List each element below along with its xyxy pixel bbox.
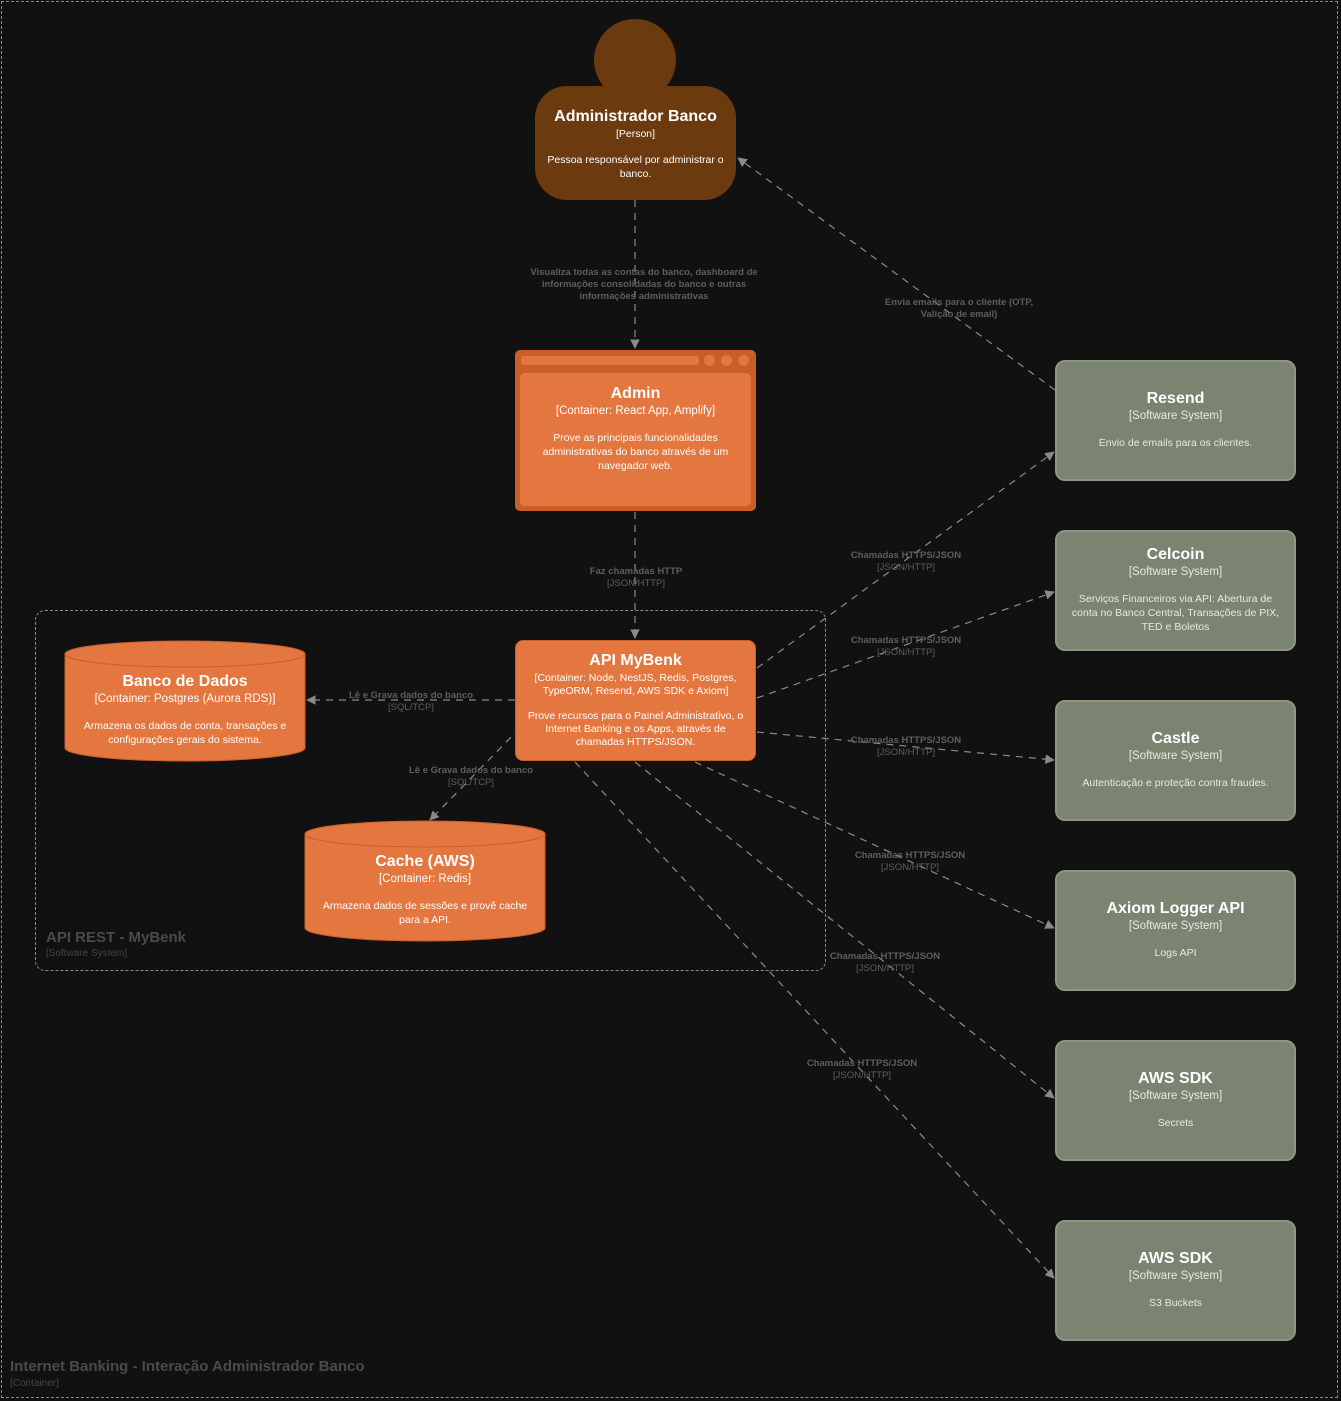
edge-api-castle (756, 731, 1055, 764)
browser-dot-icon (738, 355, 749, 366)
diagram-title: Internet Banking - Interação Administrad… (10, 1358, 365, 1375)
external-type: [Software System] (1128, 566, 1223, 578)
external-description: Autenticação e proteção contra fraudes. (1082, 777, 1269, 789)
external-type: [Software System] (1128, 1090, 1223, 1102)
external-name: Celcoin (1146, 546, 1205, 563)
external-name: Castle (1151, 730, 1200, 747)
edge-label-api-castle: Chamadas HTTPS/JSON [JSON/HTTP] (850, 735, 962, 758)
external-description: Logs API (1154, 947, 1197, 959)
edge-label-api-db: Lê e Grava dados do banco [SQL/TCP] (348, 690, 474, 713)
external-resend[interactable]: Resend [Software System] Envio de emails… (1055, 360, 1296, 481)
external-type: [Software System] (1128, 410, 1223, 422)
edge-label-api-axiom: Chamadas HTTPS/JSON [JSON/HTTP] (854, 850, 966, 873)
external-name: Axiom Logger API (1106, 900, 1245, 917)
external-type: [Software System] (1128, 920, 1223, 932)
external-description: S3 Buckets (1148, 1297, 1203, 1309)
api-boundary (35, 610, 826, 971)
edge-api-s3 (574, 761, 1055, 1279)
external-castle[interactable]: Castle [Software System] Autenticação e … (1055, 700, 1296, 821)
edge-api-axiom (694, 761, 1055, 929)
admin-name: Admin (610, 385, 661, 402)
cache-node[interactable]: Cache (AWS) [Container: Redis] Armazena … (304, 853, 546, 927)
external-description: Secrets (1157, 1117, 1194, 1129)
database-description: Armazena os dados de conta, transações e… (83, 720, 287, 746)
external-name: AWS SDK (1138, 1250, 1213, 1267)
external-type: [Software System] (1128, 1270, 1223, 1282)
boundary-title: API REST - MyBenk (46, 929, 187, 946)
admin-type: [Container: React App, Amplify] (555, 405, 716, 417)
browser-address-bar (521, 356, 699, 365)
boundary-type: [Software System] (46, 948, 128, 959)
admin-content: Admin [Container: React App, Amplify] Pr… (520, 373, 751, 506)
person-head-icon (594, 19, 676, 98)
person-description: Pessoa responsável por administrar o ban… (547, 154, 724, 180)
cache-name: Cache (AWS) (375, 853, 475, 870)
api-name: API MyBenk (589, 652, 682, 669)
database-name: Banco de Dados (122, 673, 248, 690)
database-cylinder-icon (64, 640, 306, 762)
admin-description: Prove as principais funcionalidades admi… (542, 432, 729, 472)
external-aws-s3[interactable]: AWS SDK [Software System] S3 Buckets (1055, 1220, 1296, 1341)
diagram-type: [Container] (10, 1378, 59, 1389)
edge-label-api-resend: Chamadas HTTPS/JSON [JSON/HTTP] (850, 550, 962, 573)
external-aws-secrets[interactable]: AWS SDK [Software System] Secrets (1055, 1040, 1296, 1161)
external-description: Serviços Financeiros via API: Abertura d… (1071, 593, 1280, 633)
edge-label-api-celcoin: Chamadas HTTPS/JSON [JSON/HTTP] (850, 635, 962, 658)
browser-dot-icon (721, 355, 732, 366)
external-axiom[interactable]: Axiom Logger API [Software System] Logs … (1055, 870, 1296, 991)
external-name: Resend (1146, 390, 1205, 407)
external-name: AWS SDK (1138, 1070, 1213, 1087)
external-description: Envio de emails para os clientes. (1098, 437, 1253, 449)
admin-node[interactable]: Admin [Container: React App, Amplify] Pr… (515, 350, 756, 511)
person-type: [Person] (615, 128, 656, 140)
person-node[interactable]: Administrador Banco [Person] Pessoa resp… (535, 86, 736, 200)
edge-label-person-admin: Visualiza todas as contas do banco, dash… (530, 267, 758, 302)
api-description: Prove recursos para o Painel Administrat… (527, 710, 744, 748)
cache-cylinder-icon (304, 820, 546, 942)
edge-label-api-secrets: Chamadas HTTPS/JSON [JSON/HTTP] (829, 951, 941, 974)
edge-api-secrets (634, 761, 1055, 1099)
edge-api-resend (756, 451, 1055, 669)
edge-api-cache (429, 727, 521, 821)
edge-resend-person (737, 157, 1056, 391)
person-name: Administrador Banco (554, 108, 717, 125)
api-node[interactable]: API MyBenk [Container: Node, NestJS, Red… (515, 640, 756, 761)
edge-label-api-s3: Chamadas HTTPS/JSON [JSON/HTTP] (806, 1058, 918, 1081)
edge-api-celcoin (756, 590, 1055, 699)
edge-label-admin-api: Faz chamadas HTTP [JSON/HTTP] (589, 566, 683, 589)
external-celcoin[interactable]: Celcoin [Software System] Serviços Finan… (1055, 530, 1296, 651)
browser-dot-icon (704, 355, 715, 366)
database-type: [Container: Postgres (Aurora RDS)] (94, 693, 276, 705)
edge-label-resend-person: Envia emails para o cliente (OTP, Valiçã… (884, 297, 1034, 320)
edge-label-api-cache: Lê e Grava dados do banco [SQL/TCP] (408, 765, 534, 788)
api-type: [Container: Node, NestJS, Redis, Postgre… (534, 672, 737, 697)
database-node[interactable]: Banco de Dados [Container: Postgres (Aur… (64, 673, 306, 747)
external-type: [Software System] (1128, 750, 1223, 762)
cache-description: Armazena dados de sessões e provê cache … (322, 900, 528, 926)
cache-type: [Container: Redis] (378, 873, 472, 885)
